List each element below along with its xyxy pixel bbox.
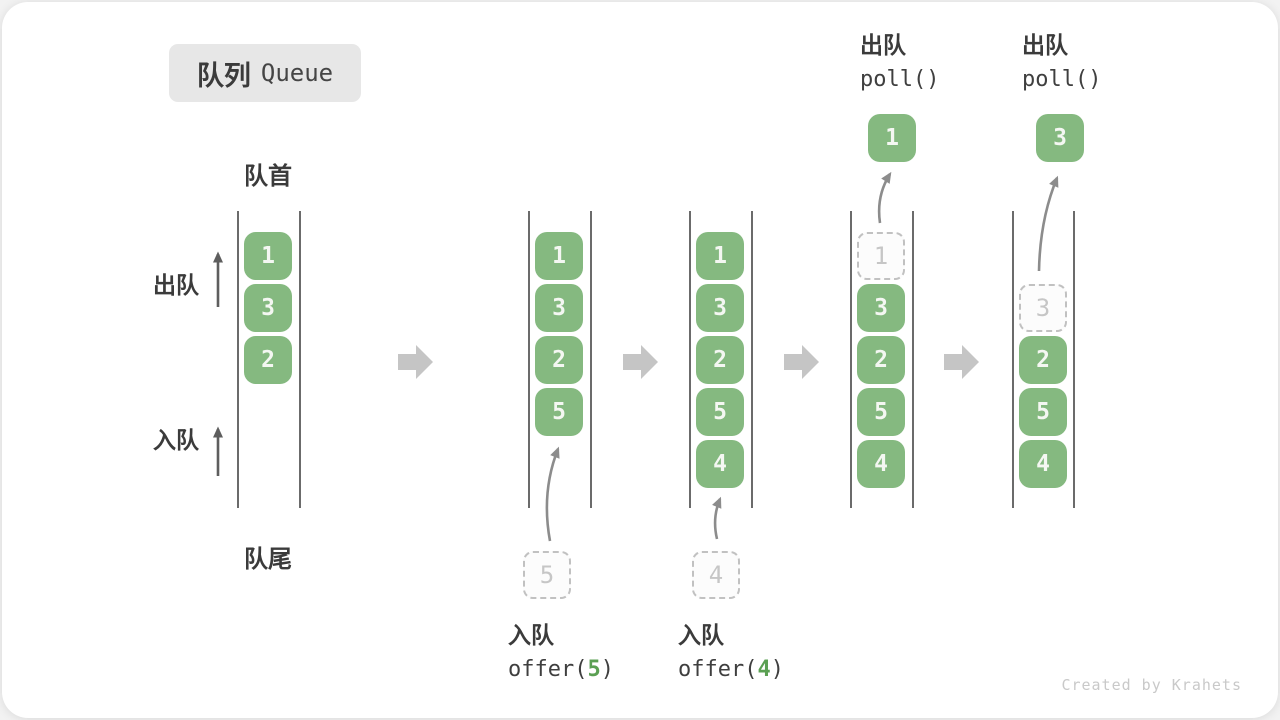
- queue-front-label: 队首: [244, 163, 292, 190]
- queue-wall-right: [590, 211, 592, 508]
- queue-item: 2: [696, 336, 744, 384]
- polled-item: 1: [868, 114, 916, 162]
- enqueue-arg: 5: [587, 657, 601, 682]
- enqueue-arg: 4: [757, 657, 771, 682]
- queue-item: 5: [857, 388, 905, 436]
- enqueue-label-zh: 入队: [678, 622, 724, 648]
- dequeue-code: poll(): [1022, 67, 1102, 92]
- dequeue-code: poll(): [860, 67, 940, 92]
- queue-item: 4: [696, 440, 744, 488]
- queue-item: 3: [244, 284, 292, 332]
- queue-item: 1: [244, 232, 292, 280]
- queue-wall-right: [1073, 211, 1075, 508]
- queue-wall-right: [299, 211, 301, 508]
- queue-wall-left: [850, 211, 852, 508]
- queue-wall-right: [751, 211, 753, 508]
- enqueue-side-label: 入队: [153, 427, 199, 453]
- queue-item-ghost: 1: [857, 232, 905, 280]
- queue-item: 3: [696, 284, 744, 332]
- queue-wall-left: [689, 211, 691, 508]
- dequeue-label-zh: 出队: [1022, 32, 1068, 58]
- title-zh: 队列: [196, 60, 251, 91]
- queue-wall-left: [528, 211, 530, 508]
- pending-enqueue-item: 5: [523, 551, 571, 599]
- enqueue-code: offer(4): [678, 657, 784, 682]
- enqueue-code: offer(5): [508, 657, 614, 682]
- queue-wall-left: [1012, 211, 1014, 508]
- queue-item: 3: [535, 284, 583, 332]
- queue-item: 5: [696, 388, 744, 436]
- title-box: 队列 Queue: [169, 44, 361, 102]
- queue-item-ghost: 3: [1019, 284, 1067, 332]
- queue-item: 2: [535, 336, 583, 384]
- queue-wall-left: [237, 211, 239, 508]
- queue-item: 5: [1019, 388, 1067, 436]
- queue-item: 4: [1019, 440, 1067, 488]
- queue-item: 3: [857, 284, 905, 332]
- dequeue-label-zh: 出队: [860, 32, 906, 58]
- polled-item: 3: [1036, 114, 1084, 162]
- enqueue-label-zh: 入队: [508, 622, 554, 648]
- queue-item: 1: [535, 232, 583, 280]
- queue-wall-right: [912, 211, 914, 508]
- queue-item: 4: [857, 440, 905, 488]
- queue-item: 1: [696, 232, 744, 280]
- dequeue-operation-label: 出队 poll(): [860, 29, 939, 97]
- title-en: Queue: [260, 59, 334, 87]
- enqueue-operation-label: 入队 offer(5): [508, 619, 614, 687]
- enqueue-operation-label: 入队 offer(4): [678, 619, 784, 687]
- queue-item: 5: [535, 388, 583, 436]
- dequeue-operation-label: 出队 poll(): [1022, 29, 1101, 97]
- queue-item: 2: [244, 336, 292, 384]
- queue-item: 2: [857, 336, 905, 384]
- pending-enqueue-item: 4: [692, 551, 740, 599]
- watermark: Created by Krahets: [1061, 676, 1242, 694]
- dequeue-side-label: 出队: [153, 272, 199, 298]
- queue-rear-label: 队尾: [244, 546, 292, 573]
- queue-item: 2: [1019, 336, 1067, 384]
